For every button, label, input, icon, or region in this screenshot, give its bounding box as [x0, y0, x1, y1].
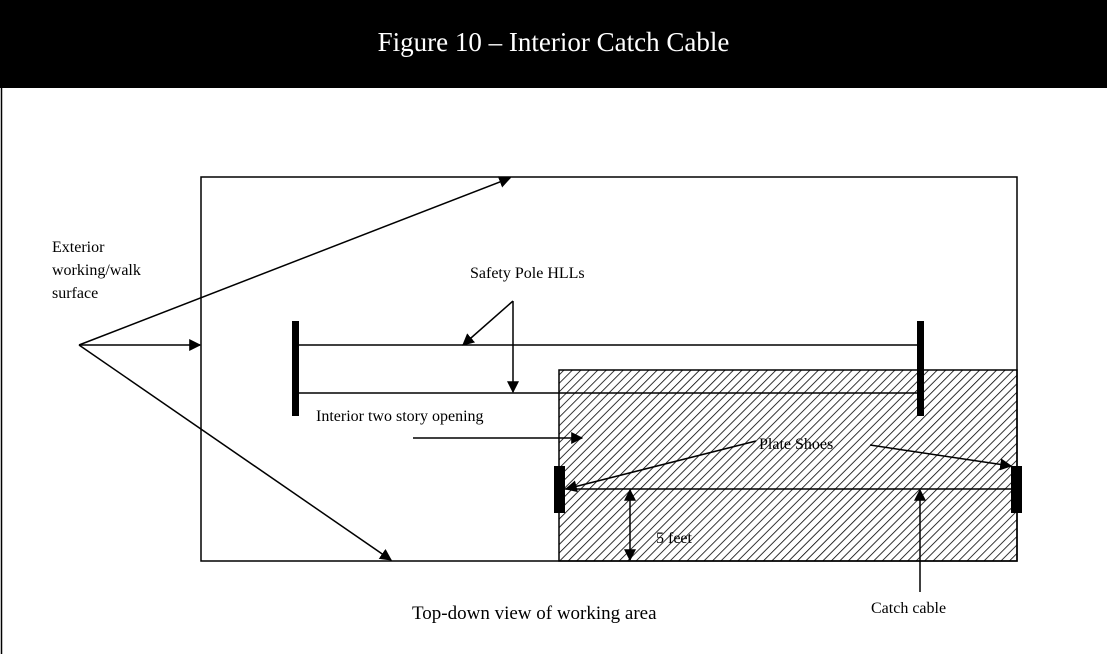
title-bar: Figure 10 – Interior Catch Cable	[0, 0, 1107, 88]
plate-shoe-arrow-right	[869, 444, 1013, 471]
plate-shoe-left	[554, 466, 565, 513]
label-catch-cable: Catch cable	[871, 600, 946, 617]
label-five-feet: 5 feet	[656, 530, 693, 547]
safety-pole-right	[917, 321, 924, 416]
exterior-arrow-bottom	[78, 344, 392, 561]
exterior-arrow-top	[78, 176, 512, 346]
label-safety-pole-hlls: Safety Pole HLLs	[470, 265, 585, 282]
interior-opening-hatched	[558, 369, 1018, 562]
label-plate-shoes: Plate Shoes	[759, 436, 833, 453]
label-exterior-line2: working/walk	[52, 262, 141, 279]
label-exterior-line3: surface	[52, 285, 98, 302]
safety-pole-left	[292, 321, 299, 416]
diagram-caption: Top-down view of working area	[412, 603, 657, 624]
plate-shoe-right	[1011, 466, 1022, 513]
hll-arrow-upper	[462, 300, 514, 346]
plate-shoe-arrow-left	[564, 440, 757, 493]
label-exterior-line1: Exterior	[52, 239, 105, 256]
figure-title: Figure 10 – Interior Catch Cable	[377, 26, 730, 57]
label-interior-opening: Interior two story opening	[316, 408, 484, 425]
